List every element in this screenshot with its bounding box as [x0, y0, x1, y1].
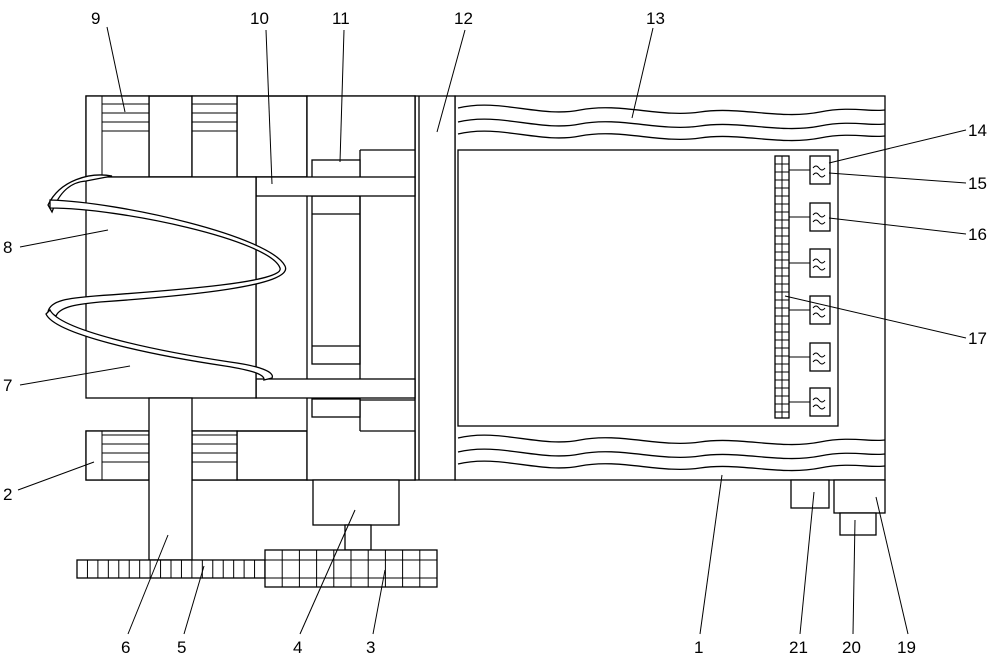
label-12: 12: [454, 9, 473, 28]
label-15: 15: [968, 174, 987, 193]
part-labels: 9 10 11 12 13 14 15 16 17 8 7 2 6 5 4 3 …: [3, 9, 987, 657]
bearing-block-bottom-1: [85, 430, 150, 481]
label-5: 5: [177, 638, 186, 657]
label-14: 14: [968, 121, 987, 140]
label-16: 16: [968, 225, 987, 244]
top-insulation-layer: [457, 104, 886, 142]
label-8: 8: [3, 238, 12, 257]
label-6: 6: [121, 638, 130, 657]
bearing-blocks: [85, 95, 238, 481]
lower-rail: [255, 378, 416, 399]
bearing-block-top-1: [85, 95, 150, 178]
large-gear: [264, 549, 438, 588]
bottom-fixture-19: [833, 479, 886, 514]
heating-element-3: [789, 248, 831, 278]
small-gear: [76, 559, 266, 579]
spiral-blade: [45, 174, 287, 381]
label-17: 17: [968, 329, 987, 348]
label-21: 21: [789, 638, 808, 657]
heating-element-5: [789, 342, 831, 372]
label-20: 20: [842, 638, 861, 657]
upper-rail: [255, 176, 416, 197]
label-2: 2: [3, 485, 12, 504]
leader-lines: [17, 26, 967, 635]
label-10: 10: [250, 9, 269, 28]
drive-shaft: [148, 397, 193, 561]
heating-element-1: [789, 155, 831, 185]
label-3: 3: [366, 638, 375, 657]
label-9: 9: [91, 9, 100, 28]
motor: [312, 479, 400, 551]
label-1: 1: [694, 638, 703, 657]
heating-element-2: [789, 202, 831, 232]
bottom-fixture-20: [839, 512, 877, 536]
heating-element-6: [789, 387, 831, 417]
bottom-fixture-21: [790, 479, 830, 509]
label-19: 19: [897, 638, 916, 657]
bearing-block-bottom-2: [191, 430, 238, 481]
main-housing: [454, 95, 886, 481]
heating-strip: [774, 155, 790, 419]
label-4: 4: [293, 638, 302, 657]
vertical-plate: [414, 95, 456, 481]
heating-elements: [789, 155, 831, 417]
label-13: 13: [646, 9, 665, 28]
label-11: 11: [332, 9, 350, 28]
motor-housing: [306, 95, 416, 481]
bearing-block-top-2: [191, 95, 238, 178]
label-7: 7: [3, 376, 12, 395]
bottom-insulation-layer: [457, 434, 886, 472]
